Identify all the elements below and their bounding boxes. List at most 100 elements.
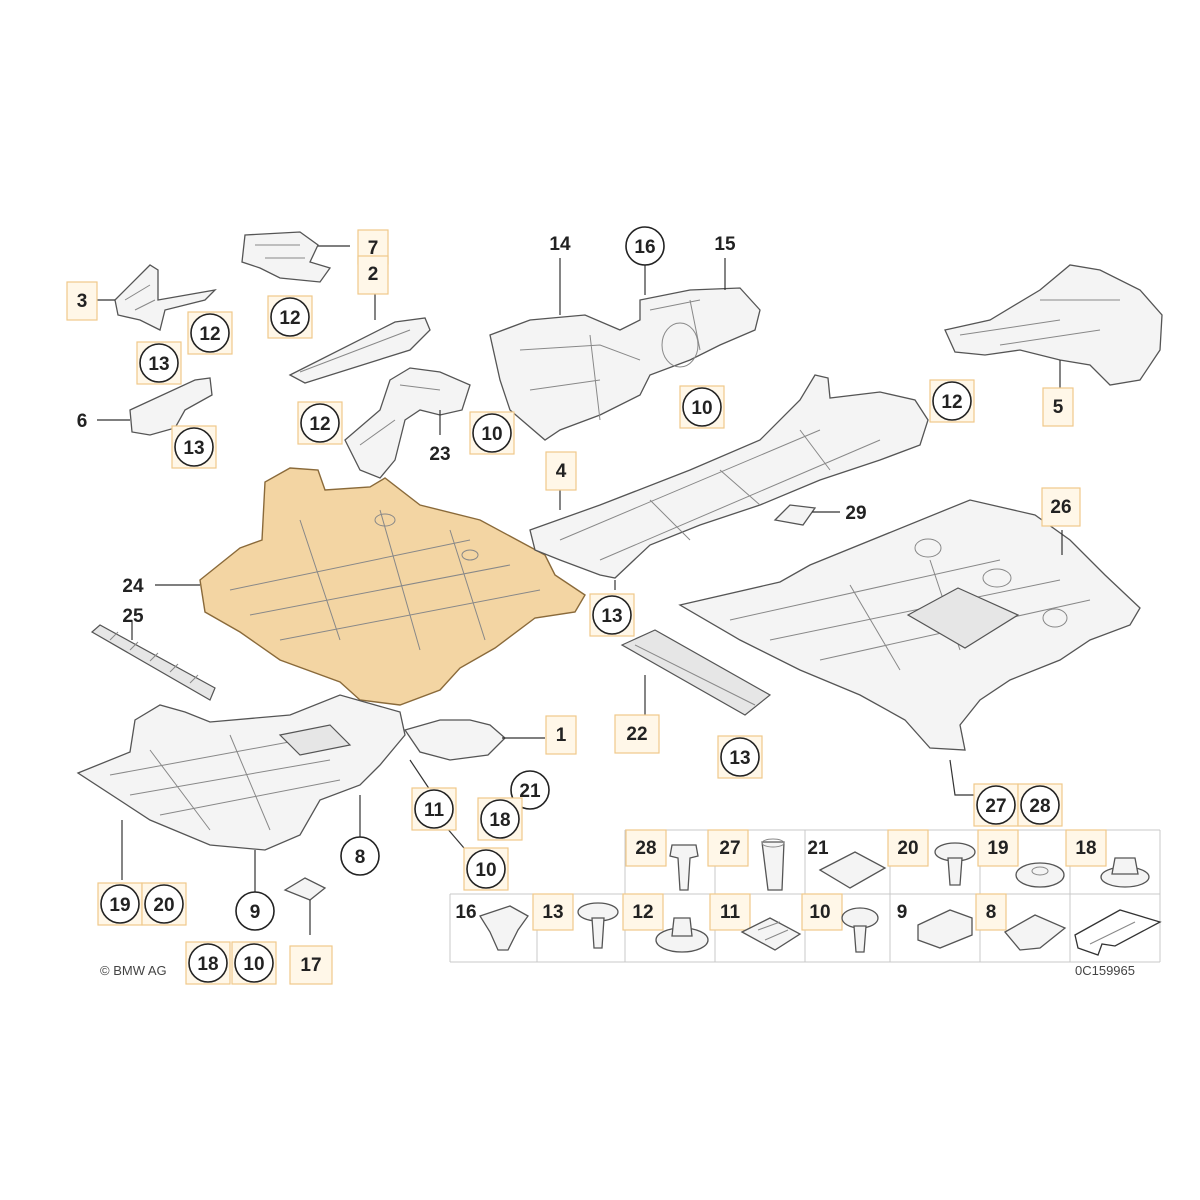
part-3-bracket bbox=[114, 264, 217, 331]
part-14-heat-shield bbox=[489, 287, 761, 441]
svg-text:9: 9 bbox=[897, 902, 908, 923]
table-cell-18: 18 bbox=[1065, 829, 1150, 888]
svg-text:15: 15 bbox=[714, 234, 736, 255]
label-13-a: 13 bbox=[136, 341, 182, 385]
copyright-text: © BMW AG bbox=[100, 963, 167, 978]
svg-text:16: 16 bbox=[634, 237, 655, 258]
svg-text:19: 19 bbox=[109, 895, 130, 916]
svg-text:11: 11 bbox=[424, 800, 445, 821]
svg-text:13: 13 bbox=[729, 748, 750, 769]
svg-text:12: 12 bbox=[279, 308, 300, 329]
label-5: 5 bbox=[1042, 387, 1074, 427]
svg-text:13: 13 bbox=[601, 606, 622, 627]
svg-text:21: 21 bbox=[807, 838, 829, 859]
svg-text:17: 17 bbox=[300, 955, 321, 976]
label-4: 4 bbox=[545, 451, 577, 491]
svg-text:9: 9 bbox=[250, 902, 261, 923]
label-20: 20 bbox=[141, 882, 187, 926]
svg-text:11: 11 bbox=[720, 902, 741, 923]
label-10-a: 10 bbox=[469, 411, 515, 455]
table-cell-12: 12 bbox=[622, 893, 709, 953]
table-cell-9: 9 bbox=[897, 902, 973, 949]
svg-text:10: 10 bbox=[475, 860, 496, 881]
part-1-cover bbox=[403, 719, 506, 761]
label-13-d: 13 bbox=[717, 735, 763, 779]
label-3: 3 bbox=[66, 281, 98, 321]
part-17-clip bbox=[283, 877, 327, 901]
svg-text:18: 18 bbox=[197, 954, 218, 975]
svg-text:25: 25 bbox=[122, 606, 144, 627]
svg-text:10: 10 bbox=[809, 902, 830, 923]
label-6: 6 bbox=[77, 411, 88, 432]
label-18-a: 18 bbox=[477, 797, 523, 841]
table-cell-19: 19 bbox=[977, 829, 1065, 888]
label-12-a: 12 bbox=[187, 311, 233, 355]
svg-text:8: 8 bbox=[355, 847, 366, 868]
part-6-bracket bbox=[129, 377, 213, 436]
svg-text:5: 5 bbox=[1053, 397, 1064, 418]
svg-text:24: 24 bbox=[122, 576, 144, 597]
label-1: 1 bbox=[545, 715, 577, 755]
label-11: 11 bbox=[411, 787, 457, 831]
table-cell-13: 13 bbox=[532, 893, 619, 949]
svg-text:12: 12 bbox=[199, 324, 220, 345]
table-cell-16: 16 bbox=[455, 902, 529, 951]
label-12-d: 12 bbox=[929, 379, 975, 423]
part-22-rail bbox=[620, 629, 772, 716]
svg-text:27: 27 bbox=[985, 796, 1006, 817]
svg-text:27: 27 bbox=[719, 838, 740, 859]
label-10-b: 10 bbox=[679, 385, 725, 429]
part-29-plate bbox=[773, 504, 817, 526]
label-8: 8 bbox=[340, 836, 380, 876]
table-cell-10: 10 bbox=[801, 893, 879, 953]
svg-text:23: 23 bbox=[429, 444, 450, 465]
label-13-c: 13 bbox=[589, 593, 635, 637]
svg-text:13: 13 bbox=[542, 902, 563, 923]
svg-text:18: 18 bbox=[1075, 838, 1096, 859]
part-2-strip bbox=[288, 317, 431, 384]
svg-text:4: 4 bbox=[556, 461, 567, 482]
label-17: 17 bbox=[289, 945, 333, 985]
svg-text:8: 8 bbox=[986, 902, 997, 923]
label-14: 14 bbox=[549, 234, 571, 255]
label-2: 2 bbox=[357, 255, 389, 295]
label-10-c: 10 bbox=[463, 847, 509, 891]
svg-text:16: 16 bbox=[455, 902, 476, 923]
svg-text:20: 20 bbox=[153, 895, 174, 916]
svg-text:7: 7 bbox=[368, 238, 379, 259]
part-26-underbody-panel bbox=[678, 499, 1141, 751]
svg-text:14: 14 bbox=[549, 234, 571, 255]
label-13-b: 13 bbox=[171, 425, 217, 469]
svg-text:10: 10 bbox=[691, 398, 712, 419]
label-15: 15 bbox=[714, 234, 736, 255]
part-23-duct bbox=[344, 367, 471, 479]
table-cell-27: 27 bbox=[707, 829, 785, 891]
table-cell-11: 11 bbox=[709, 893, 802, 951]
part-7-bracket bbox=[241, 231, 332, 283]
svg-text:13: 13 bbox=[183, 438, 204, 459]
svg-text:12: 12 bbox=[632, 902, 653, 923]
svg-text:10: 10 bbox=[481, 424, 502, 445]
svg-text:13: 13 bbox=[148, 354, 169, 375]
svg-text:1: 1 bbox=[556, 725, 567, 746]
label-29: 29 bbox=[845, 503, 866, 524]
svg-text:3: 3 bbox=[77, 291, 88, 312]
svg-text:28: 28 bbox=[635, 838, 656, 859]
svg-text:29: 29 bbox=[845, 503, 866, 524]
svg-text:21: 21 bbox=[519, 781, 541, 802]
part-25-strip bbox=[90, 624, 216, 701]
label-9: 9 bbox=[235, 891, 275, 931]
part-5-heat-shield bbox=[944, 264, 1163, 386]
label-26: 26 bbox=[1041, 487, 1081, 527]
part-19-front-shield bbox=[76, 694, 406, 851]
label-18-b: 18 bbox=[185, 941, 231, 985]
label-28: 28 bbox=[1017, 783, 1063, 827]
svg-text:20: 20 bbox=[897, 838, 918, 859]
svg-text:10: 10 bbox=[243, 954, 264, 975]
part-4-tunnel-shield bbox=[529, 374, 929, 579]
table-cell-8: 8 bbox=[975, 893, 1067, 951]
direction-arrow-icon bbox=[1074, 909, 1162, 956]
table-cell-28: 28 bbox=[625, 829, 699, 891]
label-27: 27 bbox=[973, 783, 1019, 827]
